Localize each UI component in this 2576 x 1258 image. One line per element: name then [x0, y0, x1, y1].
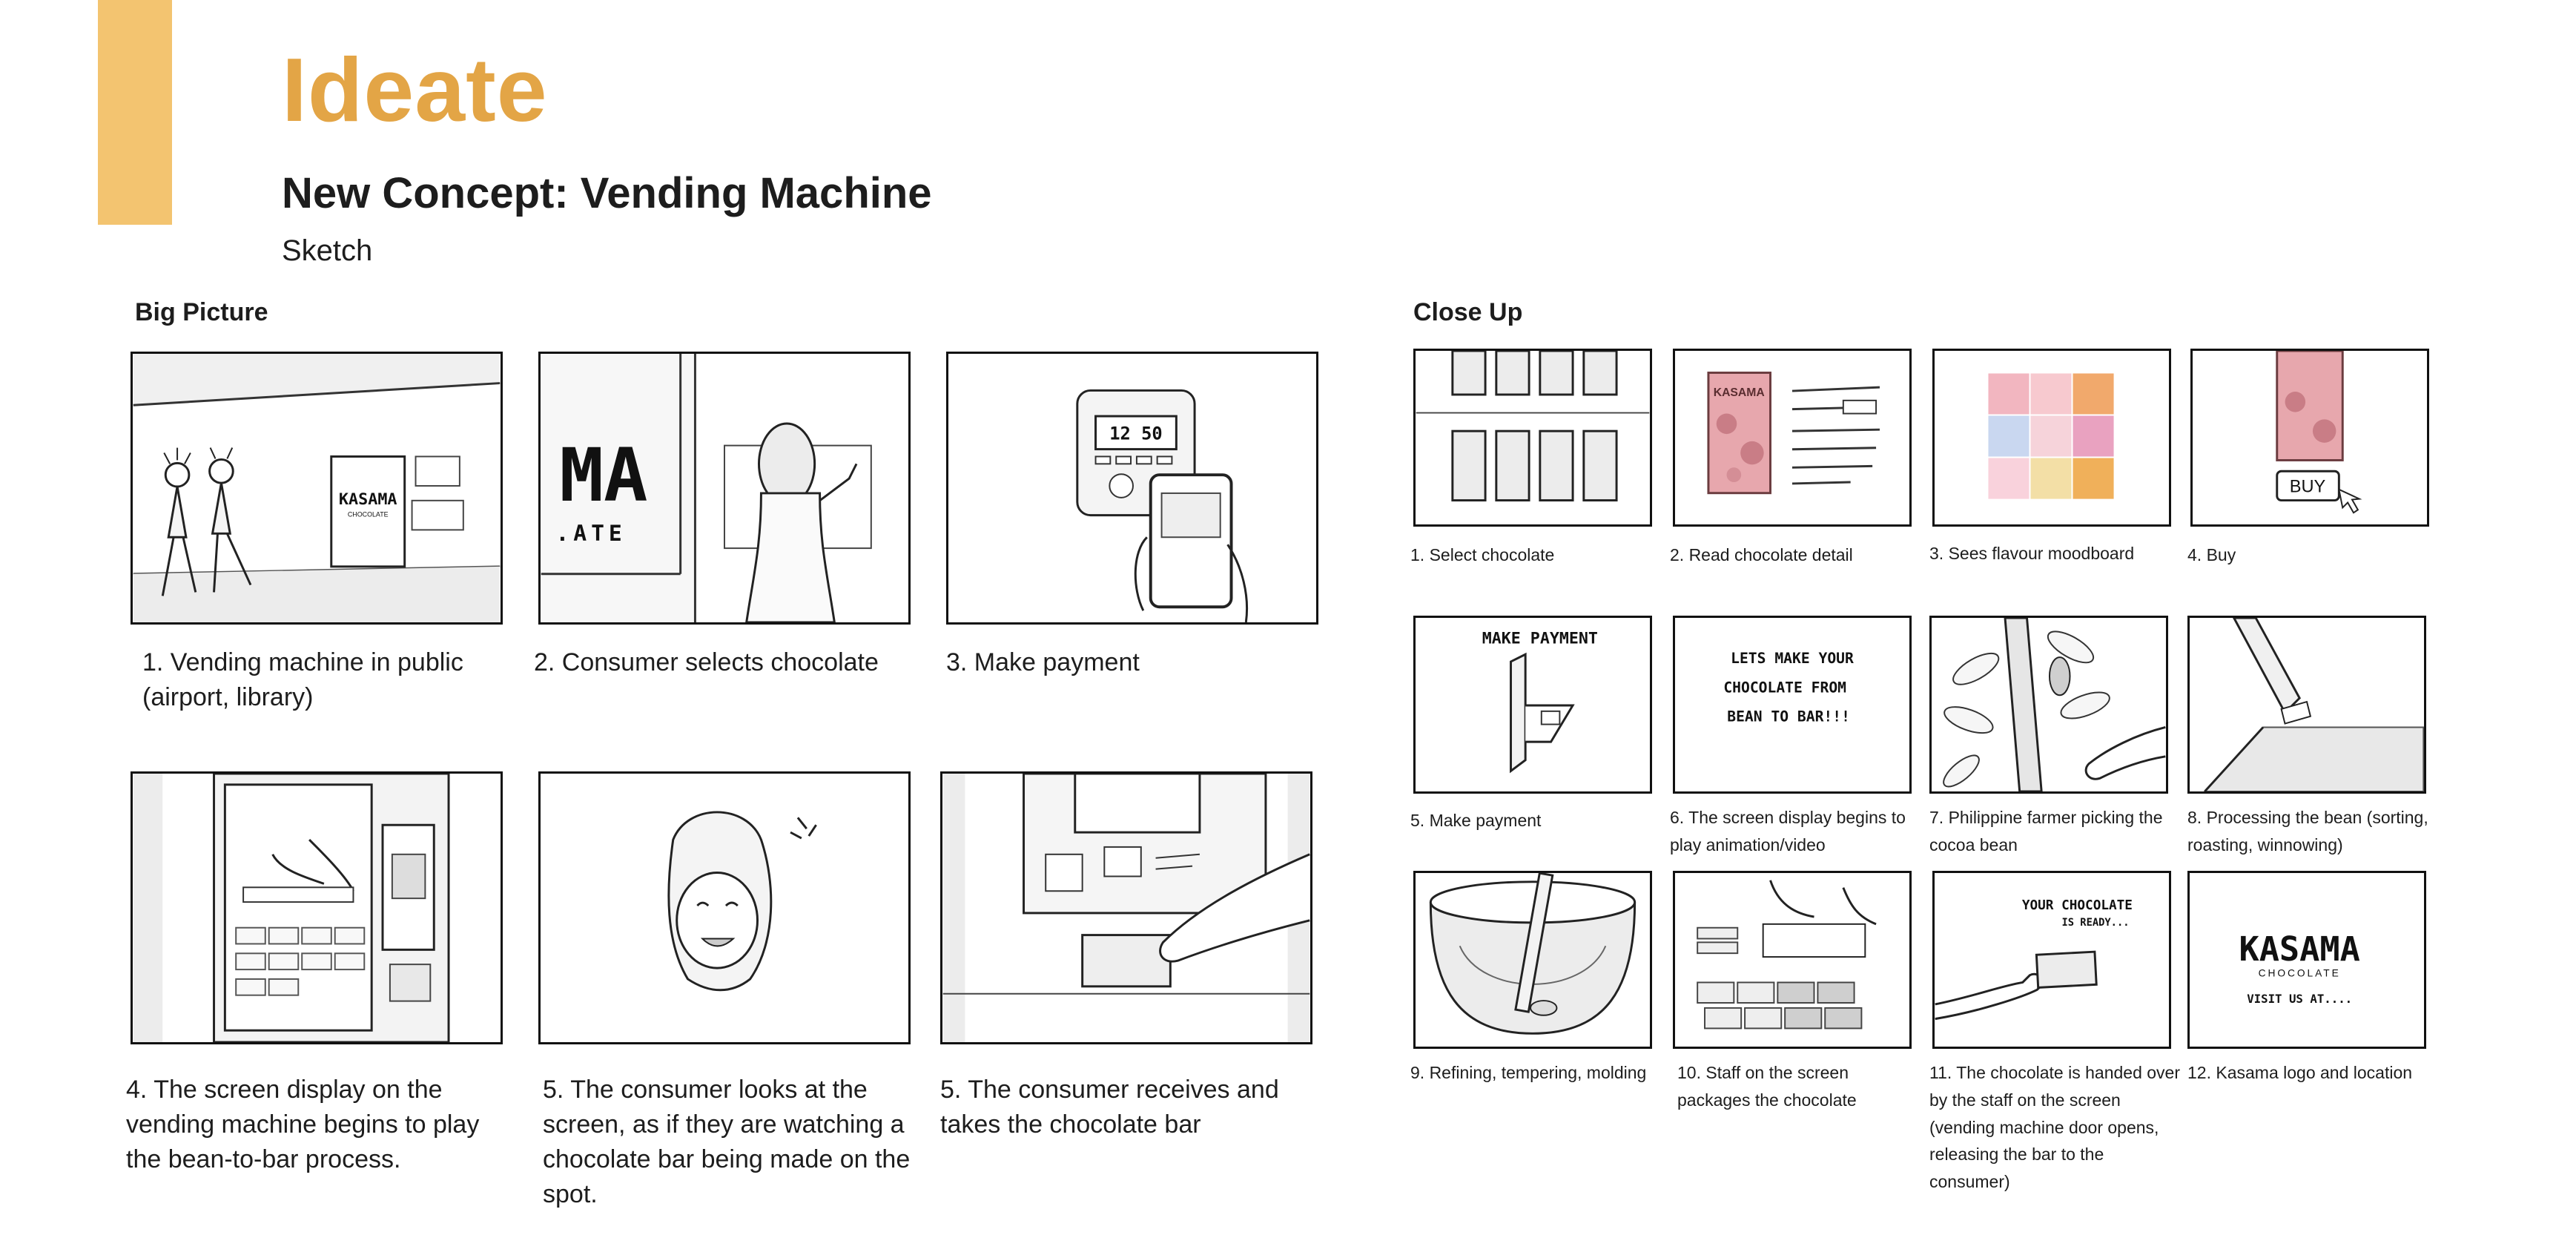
big-picture-label: Big Picture	[135, 298, 268, 326]
bp-sketch-3: 12 50	[948, 354, 1316, 622]
bp-panel-5	[538, 771, 911, 1044]
cu-sketch-1	[1416, 351, 1650, 524]
cu-caption-12: 12. Kasama logo and location	[2187, 1063, 2413, 1082]
cu-panel-12: KASAMA CHOCOLATE VISIT US AT....	[2187, 871, 2426, 1049]
buy-button-sketch	[2276, 470, 2340, 502]
kasama-logo: KASAMA	[2239, 929, 2359, 969]
buy-button-label: BUY	[2290, 477, 2326, 496]
cu-caption-8: 8. Processing the bean (sorting, roastin…	[2187, 808, 2428, 854]
bp-caption-6: 5. The consumer receives and takes the c…	[940, 1076, 1279, 1139]
screen-line-2: CHOCOLATE FROM	[1723, 679, 1846, 696]
cu-panel-9	[1413, 871, 1652, 1049]
cu-caption-5: 5. Make payment	[1410, 811, 1542, 830]
cu-caption-10: 10. Staff on the screen packages the cho…	[1677, 1063, 1857, 1110]
pack-label: KASAMA	[1714, 386, 1765, 399]
terminal-screen: 12 50	[1109, 424, 1162, 444]
bp-panel-1: KASAMA CHOCOLATE	[131, 352, 503, 625]
bp-sketch-5	[541, 774, 908, 1042]
cu-panel-3	[1932, 349, 2171, 527]
kasama-logo-sub: CHOCOLATE	[2259, 968, 2341, 979]
bp-caption-4: 4. The screen display on the vending mac…	[126, 1076, 480, 1173]
cu-sketch-10	[1675, 873, 1909, 1047]
kasama-sign: KASAMA	[339, 490, 397, 509]
bp-caption-1: 1. Vending machine in public (airport, l…	[142, 648, 463, 711]
cu-sketch-5: MAKE PAYMENT	[1416, 618, 1650, 791]
kasama-sign-sub: CHOCOLATE	[348, 511, 389, 518]
ma-sign-sub: .ATE	[556, 520, 627, 546]
cu-panel-11: YOUR CHOCOLATE IS READY...	[1932, 871, 2171, 1049]
cu-sketch-6: LETS MAKE YOUR CHOCOLATE FROM BEAN TO BA…	[1675, 618, 1909, 791]
cu-panel-5: MAKE PAYMENT	[1413, 616, 1652, 794]
make-payment-heading: MAKE PAYMENT	[1482, 629, 1598, 648]
ma-sign: MA	[559, 433, 647, 518]
cu-caption-11: 11. The chocolate is handed over by the …	[1929, 1063, 2180, 1192]
cu-panel-7	[1929, 616, 2168, 794]
ready-line-1: YOUR CHOCOLATE	[2022, 898, 2133, 913]
cu-sketch-9	[1416, 873, 1650, 1047]
cu-caption-4: 4. Buy	[2187, 545, 2236, 564]
cu-panel-10	[1673, 871, 1912, 1049]
close-up-label: Close Up	[1413, 298, 1523, 326]
bp-sketch-4	[133, 774, 501, 1042]
screen-line-1: LETS MAKE YOUR	[1731, 650, 1854, 667]
bp-panel-3: 12 50	[946, 352, 1318, 625]
bp-sketch-6	[942, 774, 1310, 1042]
cu-caption-6: 6. The screen display begins to play ani…	[1670, 808, 1906, 854]
accent-bar	[98, 0, 172, 225]
cu-caption-3: 3. Sees flavour moodboard	[1929, 544, 2135, 563]
bp-caption-5: 5. The consumer looks at the screen, as …	[543, 1076, 911, 1208]
cu-panel-6: LETS MAKE YOUR CHOCOLATE FROM BEAN TO BA…	[1673, 616, 1912, 794]
bp-sketch-2: MA .ATE	[541, 354, 908, 622]
page-subtitle: New Concept: Vending Machine	[282, 169, 932, 217]
hand-pointer-icon	[2337, 488, 2362, 514]
page-tag: Sketch	[282, 234, 373, 267]
cu-caption-7: 7. Philippine farmer picking the cocoa b…	[1929, 808, 2163, 854]
screen-line-3: BEAN TO BAR!!!	[1727, 708, 1850, 725]
bp-sketch-1: KASAMA CHOCOLATE	[133, 354, 501, 622]
cu-sketch-12: KASAMA CHOCOLATE VISIT US AT....	[2190, 873, 2424, 1047]
cu-sketch-8	[2190, 618, 2424, 791]
visit-us-line: VISIT US AT....	[2247, 992, 2352, 1006]
cu-caption-9: 9. Refining, tempering, molding	[1410, 1063, 1647, 1082]
cu-sketch-3	[1935, 351, 2169, 524]
cu-sketch-4: BUY	[2193, 351, 2427, 524]
bp-caption-3: 3. Make payment	[946, 648, 1140, 676]
cu-sketch-7	[1932, 618, 2166, 791]
bp-panel-2: MA .ATE	[538, 352, 911, 625]
cu-sketch-2: KASAMA	[1675, 351, 1909, 524]
cu-panel-4: BUY	[2190, 349, 2429, 527]
ready-line-2: IS READY...	[2061, 917, 2129, 929]
cu-caption-2: 2. Read chocolate detail	[1670, 545, 1853, 564]
cu-panel-8	[2187, 616, 2426, 794]
cu-caption-1: 1. Select chocolate	[1410, 545, 1555, 564]
cu-panel-1	[1413, 349, 1652, 527]
cu-sketch-11: YOUR CHOCOLATE IS READY...	[1935, 873, 2169, 1047]
bp-panel-4	[131, 771, 503, 1044]
bp-caption-2: 2. Consumer selects chocolate	[534, 648, 879, 676]
cu-panel-2: KASAMA	[1673, 349, 1912, 527]
page-title: Ideate	[282, 39, 548, 140]
bp-panel-6	[940, 771, 1312, 1044]
